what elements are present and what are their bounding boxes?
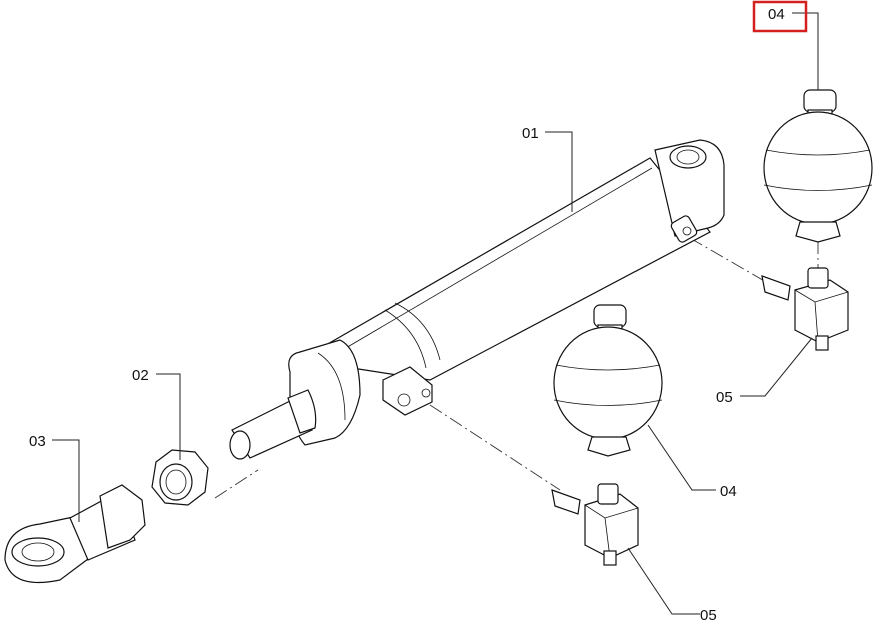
accumulator-middle[interactable] [553,304,663,457]
callout-05-top: 05 [716,389,733,406]
leader-05-bottom [627,547,700,615]
rod-eye[interactable] [4,484,146,584]
valve-block-upper[interactable] [761,267,849,351]
leader-04-top [792,12,819,90]
callout-04-top: 04 [768,6,785,23]
leader-01 [545,131,573,212]
leader-03 [52,439,80,522]
callout-05-bottom: 05 [700,607,717,624]
leader-05-top [740,337,813,397]
valve-block-lower[interactable] [551,483,639,566]
leader-02 [156,373,181,460]
accumulator-upper[interactable] [763,89,873,243]
axis-line-lower-accumulator [429,404,561,491]
hydraulic-cylinder[interactable] [229,139,725,460]
callout-03: 03 [29,433,46,450]
callout-01: 01 [522,125,539,142]
hex-nut[interactable] [151,449,209,506]
highlight-box [752,0,808,33]
leader-04-mid [647,424,716,491]
callout-02: 02 [132,367,149,384]
axis-line-cylinder [214,469,259,499]
axis-line-upper-accumulator [689,237,781,291]
callout-04-mid: 04 [720,483,737,500]
